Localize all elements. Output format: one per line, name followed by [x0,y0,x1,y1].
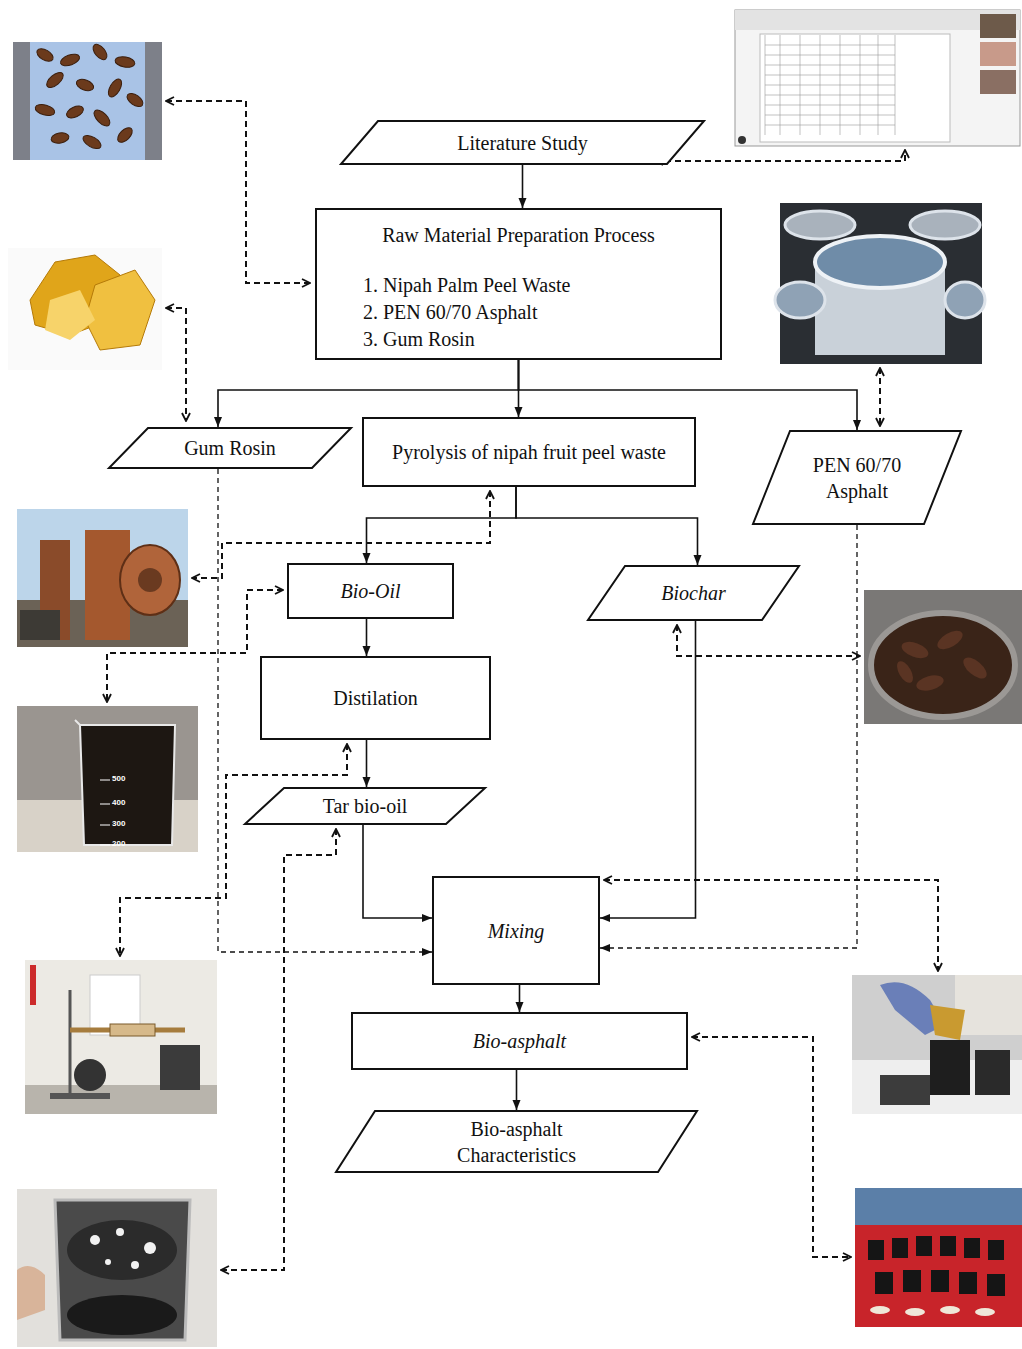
bio-asphalt-samples-photo [855,1188,1022,1327]
flow-arrow [522,165,524,208]
node-label: Bio-asphalt Characteristics [412,1116,622,1168]
leader-line [107,590,283,702]
node-label: Biochar [661,580,725,606]
start-parallelogram: Literature Study [340,120,705,165]
node-text-block: Gum Rosin [184,435,276,461]
node-text-block: Pyrolysis of nipah fruit peel waste [392,439,666,465]
node-label: Tar bio-oil [323,793,408,819]
output-parallelogram: Tar bio-oil [244,787,486,825]
parallelogram-outline [341,121,704,164]
list-item: 1. Nipah Palm Peel Waste [327,272,710,298]
output-parallelogram: Biochar [587,565,800,621]
list-item: 3. Gum Rosin [327,326,710,352]
node-label: Mixing [488,918,545,944]
parallelogram-outline [753,431,961,524]
node-text-block: Literature Study [457,130,588,156]
parallelogram-outline [245,788,485,824]
nipah-peel-photo [13,42,162,160]
scale-mark: 300 [112,820,125,828]
node-text-block: Distilation [333,685,417,711]
node-text-block: Bio-Oil [341,578,401,604]
node-label: Pyrolysis of nipah fruit peel waste [392,439,666,465]
distillation-apparatus-photo [25,960,217,1114]
leader-line [692,1037,851,1257]
process-box: Distilation [260,656,491,740]
parallelogram-outline [752,430,962,525]
parallelogram-outline [336,1111,697,1172]
mixing-photo [852,975,1022,1114]
result-parallelogram: Bio-asphalt Characteristics [335,1110,698,1173]
flow-arrow [367,487,517,563]
bio-oil-beaker-photo [17,706,198,852]
scale-mark: 200 [112,840,125,848]
flow-arrow [366,619,368,656]
input-parallelogram: Gum Rosin [108,427,352,469]
asphalt-cans-photo [775,203,985,364]
leader-line [221,829,336,1270]
node-text-block: Biochar [661,580,725,606]
box-heading: Raw Material Preparation Process [327,222,710,248]
process-box: Pyrolysis of nipah fruit peel waste [362,417,696,487]
photo-leader-lines [107,101,938,1270]
scale-mark: 400 [112,799,125,807]
parallelogram-outline [109,428,351,468]
flow-arrow [363,825,432,918]
spreadsheet-screenshot [735,10,1020,146]
node-label: Literature Study [457,130,588,156]
node-label: PEN 60/70 Asphalt [812,452,902,504]
parallelogram-outline [588,566,799,620]
process-box: Mixing [432,876,600,985]
flow-arrow [600,621,696,918]
scale-mark: 500 [112,775,125,783]
leader-line [120,744,347,956]
node-label: Bio-asphalt [473,1028,566,1054]
leader-line [166,101,310,283]
pyrolysis-reactor-photo [17,509,188,647]
leader-line [166,308,186,421]
product-box: Bio-asphalt [351,1012,688,1070]
product-box: Bio-Oil [287,563,454,619]
leader-line [655,150,905,161]
node-text-block: PEN 60/70 Asphalt [812,452,902,504]
flow-arrow [516,487,698,565]
residue-beaker-photo [17,1189,217,1347]
leader-line [879,368,881,426]
node-text-block: Raw Material Preparation Process 1. Nipah… [327,216,710,352]
leader-line [677,625,860,656]
input-parallelogram: PEN 60/70 Asphalt [752,430,962,525]
flow-arrow [366,740,368,787]
node-text-block: Bio-asphalt [473,1028,566,1054]
gum-rosin-photo [8,248,162,370]
node-text-block: Bio-asphalt Characteristics [412,1116,622,1168]
leader-line [604,880,938,971]
node-label: Distilation [333,685,417,711]
node-label: Gum Rosin [184,435,276,461]
flow-arrow [519,985,521,1012]
flow-connectors [218,165,857,1110]
biochar-photo [864,590,1022,724]
list-item: 2. PEN 60/70 Asphalt [327,299,710,325]
node-text-block: Mixing [488,918,545,944]
process-box: Raw Material Preparation Process 1. Nipah… [315,208,722,360]
flow-arrow [516,1070,518,1110]
node-label: Bio-Oil [341,578,401,604]
node-text-block: Tar bio-oil [323,793,408,819]
